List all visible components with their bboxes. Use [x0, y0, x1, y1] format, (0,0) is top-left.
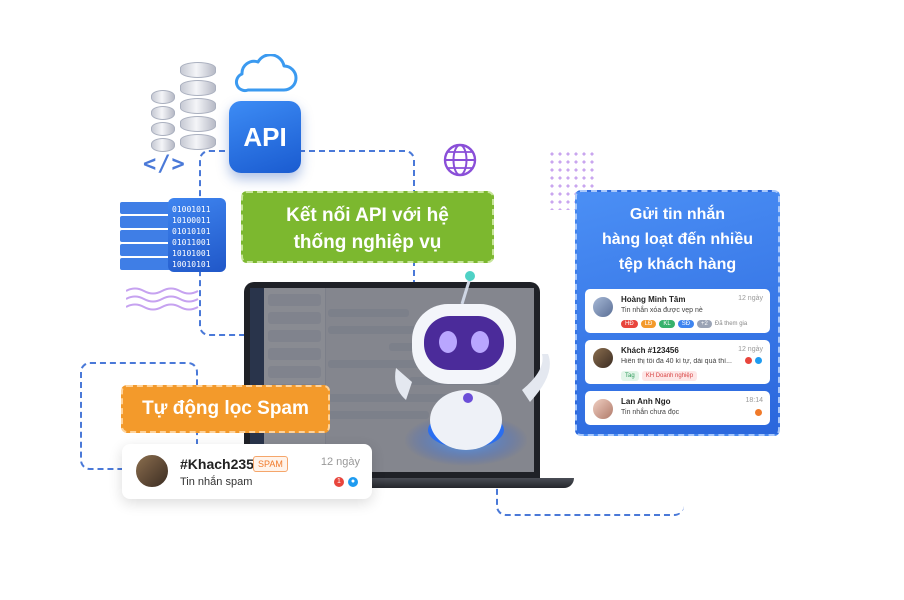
avatar [134, 453, 170, 489]
pill-list: Tag KH Doanh nghiệp [621, 371, 698, 381]
binary-line: 01011001 [172, 238, 211, 247]
broadcast-message-panel: Gửi tin nhắn hàng loạt đến nhiều tệp khá… [575, 190, 780, 436]
robot-mascot-icon [395, 271, 550, 466]
more-tags-label: Đã them gia [714, 321, 748, 327]
contact-name: #Khach235 [180, 456, 254, 472]
api-icon: API [229, 101, 301, 173]
broadcast-title: Gửi tin nhắn hàng loạt đến nhiều tệp khá… [585, 202, 770, 277]
database-icon-large [180, 62, 216, 152]
message-preview: Tin nhắn spam [180, 476, 253, 488]
contact-name: Lan Anh Ngo [621, 397, 671, 406]
tag: SĐ [677, 320, 695, 328]
api-label: API [243, 121, 287, 152]
broadcast-title-line1: Gửi tin nhắn [629, 206, 726, 223]
avatar [592, 398, 614, 420]
binary-line: 01010101 [172, 227, 211, 236]
status-badge [745, 357, 752, 364]
globe-icon [443, 143, 477, 177]
tag-list: HĐ LĐ KL SĐ +2 Đã them gia [621, 320, 747, 328]
unread-badge [755, 409, 762, 416]
api-banner-line1: Kết nối API với hệ [286, 205, 449, 226]
messenger-icon [755, 357, 762, 364]
message-preview: Hiển thị tối đa 40 kí tự, dài quá thì... [621, 358, 732, 365]
broadcast-title-line2: hàng loạt đến nhiều [601, 231, 754, 248]
tag: KH Doanh nghiệp [641, 371, 698, 381]
conversation-item[interactable]: Khách #123456 12 ngày Hiển thị tối đa 40… [585, 340, 770, 384]
tag: HĐ [621, 320, 638, 328]
contact-name: Hoàng Minh Tâm [621, 295, 686, 304]
api-banner-line2: thống nghiệp vụ [293, 232, 442, 253]
timestamp: 18:14 [745, 397, 763, 404]
laptop-base [214, 478, 574, 488]
more-tags-count: +2 [697, 320, 712, 328]
timestamp: 12 ngày [738, 295, 763, 302]
conversation-item[interactable]: Lan Anh Ngo 18:14 Tin nhắn chưa đọc [585, 391, 770, 425]
spam-banner-label: Tự động lọc Spam [142, 398, 309, 419]
binary-line: 01001011 [172, 205, 211, 214]
tag: LĐ [640, 320, 657, 328]
cloud-icon [234, 54, 298, 93]
broadcast-title-line3: tệp khách hàng [618, 256, 737, 273]
spam-conversation-card[interactable]: #Khach235 SPAM 12 ngày Tin nhắn spam 1 ● [122, 444, 372, 499]
binary-line: 10010101 [172, 260, 211, 269]
wave-decoration [126, 287, 199, 311]
api-integration-banner: Kết nối API với hệ thống nghiệp vụ [241, 191, 494, 263]
contact-name: Khách #123456 [621, 346, 679, 355]
unread-count-badge: 1 [334, 477, 344, 487]
message-preview: Tin nhắn xóa được vẹp nè [621, 307, 703, 314]
timestamp: 12 ngày [320, 456, 360, 468]
message-preview: Tin nhắn chưa đọc [621, 409, 680, 416]
code-icon: </> [143, 152, 186, 177]
messenger-icon: ● [348, 477, 358, 487]
binary-line: 10100011 [172, 216, 211, 225]
conversation-item[interactable]: Hoàng Minh Tâm 12 ngày Tin nhắn xóa được… [585, 289, 770, 333]
spam-badge: SPAM [253, 456, 288, 472]
avatar [592, 347, 614, 369]
tag: Tag [621, 371, 639, 381]
spam-filter-banner: Tự động lọc Spam [121, 385, 330, 433]
tag: KL [659, 320, 675, 328]
binary-line: 10101001 [172, 249, 211, 258]
timestamp: 12 ngày [738, 346, 763, 353]
database-icon-small [151, 90, 175, 154]
binary-data-card: 01001011 10100011 01010101 01011001 1010… [168, 198, 226, 272]
avatar [592, 296, 614, 318]
